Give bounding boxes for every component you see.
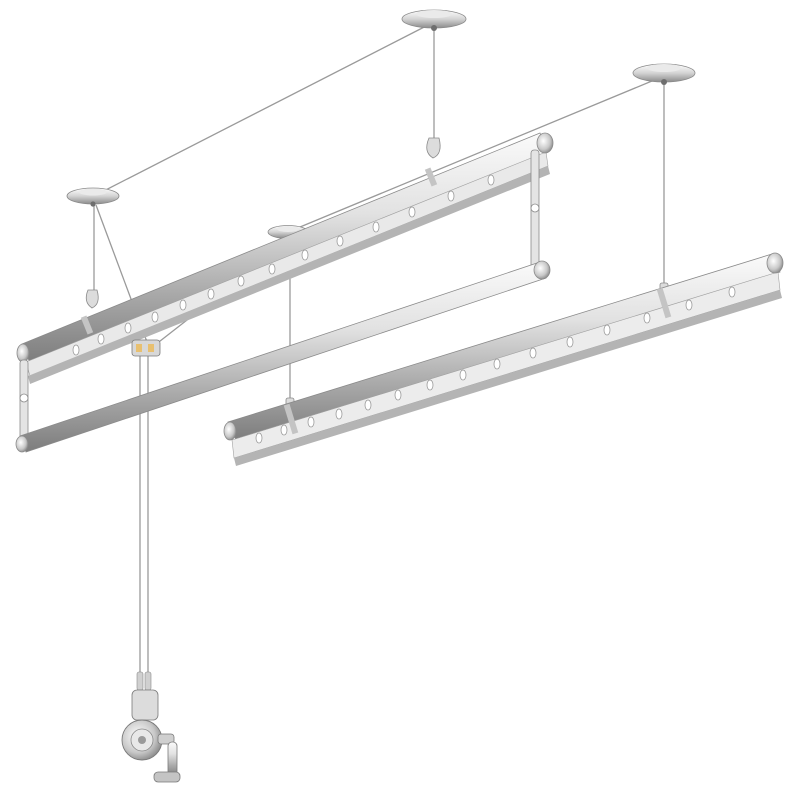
support-cables (91, 21, 665, 690)
hanger-holes (72, 174, 495, 356)
cable-sleeve (136, 671, 152, 691)
right-drying-bar (223, 252, 784, 466)
hand-crank (121, 689, 181, 783)
ceiling-mount-plate (66, 187, 120, 207)
upper-drying-bar (16, 132, 554, 384)
pulley-block (131, 339, 161, 357)
cable-hooks (85, 137, 669, 411)
ceiling-mount-plate (401, 9, 467, 31)
ceiling-mount-plate (632, 63, 696, 85)
rack-side-brackets (19, 149, 540, 441)
hanger-holes (255, 286, 736, 444)
lower-drying-tube (15, 260, 551, 453)
